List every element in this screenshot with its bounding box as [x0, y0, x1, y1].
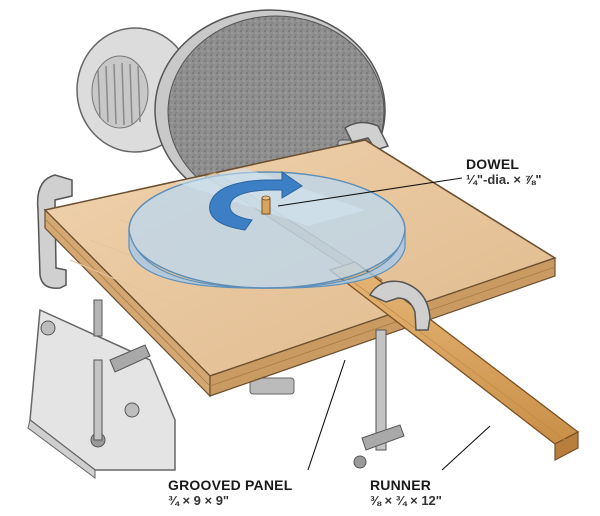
- grooved-panel-label: GROOVED PANEL: [168, 477, 293, 493]
- runner-dimensions: ⅜ × ¾ × 12": [370, 492, 442, 508]
- runner-leader: [441, 425, 491, 471]
- dowel-leader: [277, 177, 463, 207]
- runner-callout: RUNNER ⅜ × ¾ × 12": [370, 477, 442, 508]
- base-hardware: [40, 299, 151, 448]
- rotation-arrow: [209, 171, 303, 231]
- front-c-clamp: [353, 280, 431, 469]
- dowel: [261, 195, 271, 215]
- grooved-panel-callout: GROOVED PANEL ¾ × 9 × 9": [168, 477, 293, 508]
- panel-leader: [307, 359, 346, 471]
- grooved-panel-dimensions: ¾ × 9 × 9": [168, 492, 230, 508]
- leader-lines: [277, 177, 491, 471]
- dowel-dimensions: ¼"-dia. × ⅞": [466, 171, 542, 187]
- dowel-callout: DOWEL ¼"-dia. × ⅞": [466, 156, 542, 187]
- dowel-label: DOWEL: [466, 156, 520, 172]
- runner-label: RUNNER: [370, 477, 432, 493]
